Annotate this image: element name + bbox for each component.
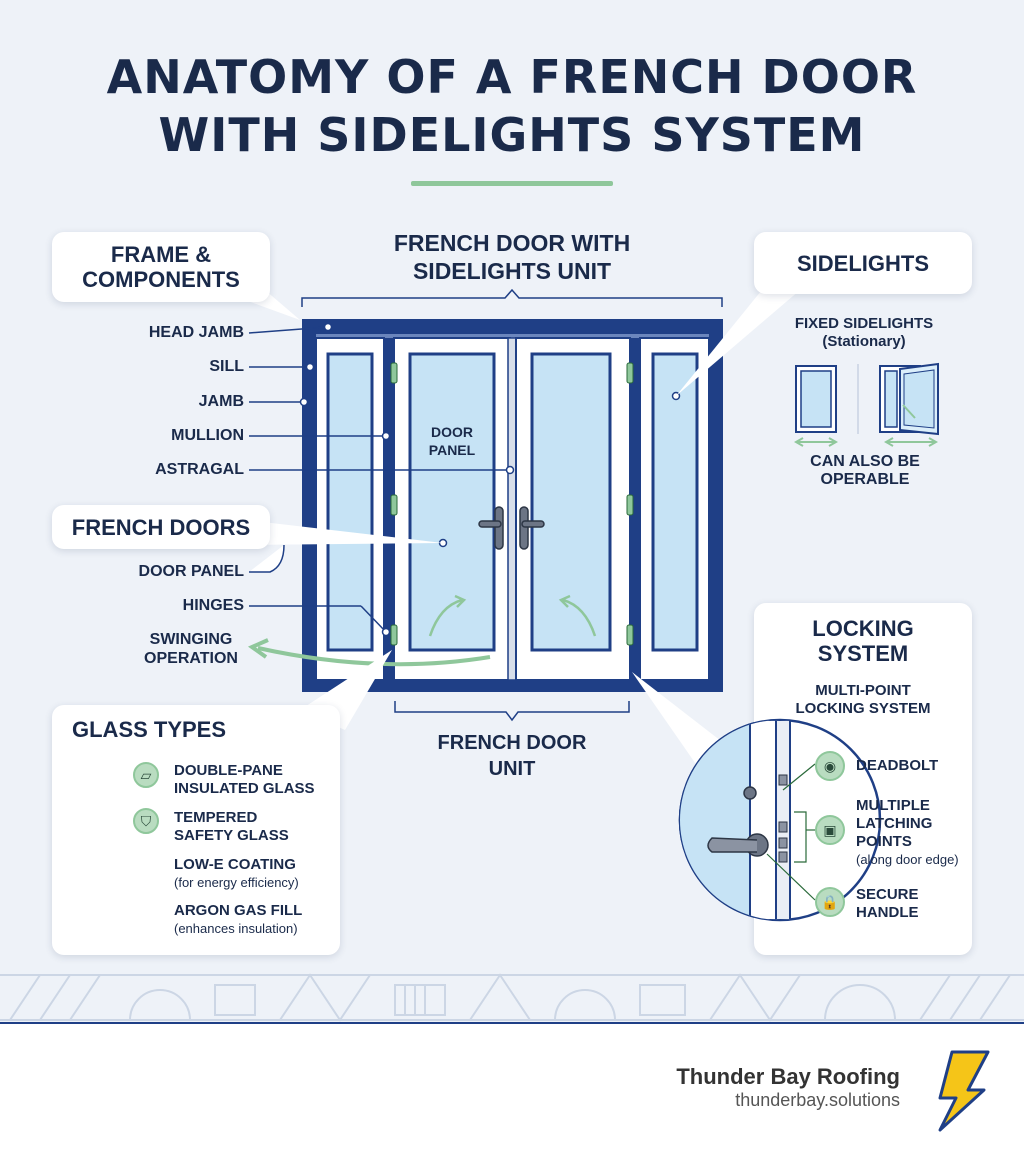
label-sill: SILL bbox=[209, 358, 244, 375]
glass-item-4-sub: (enhances insulation) bbox=[174, 921, 298, 936]
brand-block: Thunder Bay Roofing thunderbay.solutions bbox=[676, 1064, 900, 1111]
page-title: ANATOMY OF A FRENCH DOOR WITH SIDELIGHTS… bbox=[0, 48, 1024, 164]
title-line-2: WITH SIDELIGHTS SYSTEM bbox=[158, 108, 866, 162]
lock-item-1-line1: DEADBOLT bbox=[856, 757, 939, 774]
decorative-pattern bbox=[0, 973, 1024, 1022]
lightning-bolt-icon bbox=[938, 1050, 990, 1132]
label-hinges: HINGES bbox=[182, 597, 244, 614]
unit-label-top-line1: FRENCH DOOR WITH bbox=[393, 230, 631, 256]
locking-sub-line1: MULTI-POINT bbox=[815, 682, 911, 699]
locking-title: LOCKING SYSTEM bbox=[754, 616, 972, 666]
right-mullion bbox=[630, 338, 640, 680]
glass-item-1-line2: INSULATED GLASS bbox=[174, 780, 315, 797]
brand-name: Thunder Bay Roofing bbox=[676, 1064, 900, 1089]
frame-card-line1: FRAME & bbox=[110, 242, 212, 267]
lock-item-3-line1: SECURE bbox=[856, 886, 919, 903]
door-panel-line2: PANEL bbox=[428, 442, 476, 458]
locking-subtitle: MULTI-POINT LOCKING SYSTEM bbox=[754, 682, 972, 718]
french-doors-callout-pointer bbox=[245, 520, 443, 545]
glass-item-low-e: LOW-E COATING (for energy efficiency) bbox=[174, 856, 299, 892]
brand-logo bbox=[938, 1050, 990, 1132]
lock-item-2-sub: (along door edge) bbox=[856, 852, 959, 867]
glass-item-2-line2: SAFETY GLASS bbox=[174, 827, 289, 844]
fixed-sidelights-label: FIXED SIDELIGHTS (Stationary) bbox=[770, 315, 958, 351]
unit-label-bottom: FRENCH DOOR UNIT bbox=[392, 730, 632, 782]
sidelights-title: SIDELIGHTS bbox=[796, 250, 929, 276]
glass-item-2-line1: TEMPERED bbox=[174, 809, 258, 826]
title-line-1: ANATOMY OF A FRENCH DOOR bbox=[106, 50, 918, 104]
left-door-glass bbox=[408, 352, 496, 652]
unit-label-top-line2: SIDELIGHTS UNIT bbox=[412, 258, 612, 284]
label-swinging-operation: SWINGING OPERATION bbox=[136, 630, 246, 668]
unit-label-bottom-line2: UNIT bbox=[488, 758, 536, 780]
lock-item-deadbolt: DEADBOLT bbox=[856, 757, 938, 775]
sidelight-illustrations bbox=[793, 362, 939, 447]
lock-detail-overlay bbox=[678, 718, 882, 922]
glass-item-3-line1: LOW-E COATING bbox=[174, 856, 296, 873]
fixed-line2: (Stationary) bbox=[822, 333, 906, 350]
locking-title-line1: LOCKING bbox=[812, 616, 914, 641]
glass-pane-icon: ▱ bbox=[133, 762, 159, 788]
glass-item-1-line1: DOUBLE-PANE bbox=[174, 762, 283, 779]
glass-types-card: GLASS TYPES bbox=[52, 705, 340, 955]
glass-types-title: GLASS TYPES bbox=[72, 717, 227, 742]
glass-item-tempered: TEMPERED SAFETY GLASS bbox=[174, 809, 289, 845]
lock-item-handle: SECURE HANDLE bbox=[856, 886, 919, 922]
left-sidelight-glass bbox=[326, 352, 374, 652]
right-door-glass bbox=[530, 352, 612, 652]
left-mullion bbox=[384, 338, 394, 680]
lock-item-2-line1: MULTIPLE bbox=[856, 797, 930, 814]
operable-label: CAN ALSO BE OPERABLE bbox=[780, 453, 950, 489]
french-doors-card: FRENCH DOORS bbox=[52, 505, 270, 549]
sill bbox=[302, 680, 723, 692]
french-doors-title: FRENCH DOORS bbox=[71, 514, 251, 540]
brand-url[interactable]: thunderbay.solutions bbox=[735, 1090, 900, 1110]
footer bbox=[0, 1024, 1024, 1154]
lock-item-2-line3: POINTS bbox=[856, 833, 912, 850]
door-handles bbox=[478, 506, 545, 550]
label-astragal: ASTRAGAL bbox=[155, 461, 244, 478]
label-door-panel: DOOR PANEL bbox=[138, 563, 244, 580]
door-panel-label: DOOR PANEL bbox=[412, 423, 492, 459]
lock-item-2-line2: LATCHING bbox=[856, 815, 933, 832]
sidelights-callout-pointer bbox=[676, 280, 800, 396]
glass-item-3-sub: (for energy efficiency) bbox=[174, 875, 299, 890]
lock-icon: 🔒 bbox=[815, 887, 845, 917]
fixed-line1: FIXED SIDELIGHTS bbox=[794, 315, 934, 332]
deadbolt-icon: ◉ bbox=[815, 751, 845, 781]
swing-line1: SWINGING bbox=[149, 631, 233, 648]
swing-line2: OPERATION bbox=[144, 650, 238, 667]
glass-item-4-line1: ARGON GAS FILL bbox=[174, 902, 303, 919]
operable-line1: CAN ALSO BE bbox=[810, 453, 920, 470]
unit-label-bottom-line1: FRENCH DOOR bbox=[437, 732, 587, 754]
latch-icon: ▣ bbox=[815, 815, 845, 845]
footer-divider bbox=[0, 1022, 1024, 1025]
lock-item-latching: MULTIPLE LATCHING POINTS (along door edg… bbox=[856, 797, 959, 869]
locking-sub-line2: LOCKING SYSTEM bbox=[795, 700, 931, 717]
title-underline bbox=[411, 181, 613, 186]
glass-item-double-pane: DOUBLE-PANE INSULATED GLASS bbox=[174, 762, 315, 798]
unit-label-top: FRENCH DOOR WITH SIDELIGHTS UNIT bbox=[352, 229, 672, 285]
glass-item-argon: ARGON GAS FILL (enhances insulation) bbox=[174, 902, 302, 938]
label-jamb: JAMB bbox=[198, 393, 244, 410]
shield-icon: ⛉ bbox=[133, 808, 159, 834]
sidelights-card: SIDELIGHTS bbox=[754, 232, 972, 294]
lock-callout-pointer bbox=[632, 672, 730, 770]
right-sidelight-glass bbox=[651, 352, 699, 652]
astragal bbox=[507, 337, 517, 681]
locking-title-line2: SYSTEM bbox=[817, 641, 909, 666]
label-mullion: MULLION bbox=[171, 427, 244, 444]
door-panel-line1: DOOR bbox=[431, 424, 473, 440]
hinges bbox=[390, 362, 634, 646]
label-head-jamb: HEAD JAMB bbox=[148, 324, 244, 341]
frame-components-card: FRAME & COMPONENTS bbox=[52, 232, 270, 302]
operable-line2: OPERABLE bbox=[820, 471, 910, 488]
lock-item-3-line2: HANDLE bbox=[856, 904, 919, 921]
frame-card-line2: COMPONENTS bbox=[82, 267, 240, 292]
